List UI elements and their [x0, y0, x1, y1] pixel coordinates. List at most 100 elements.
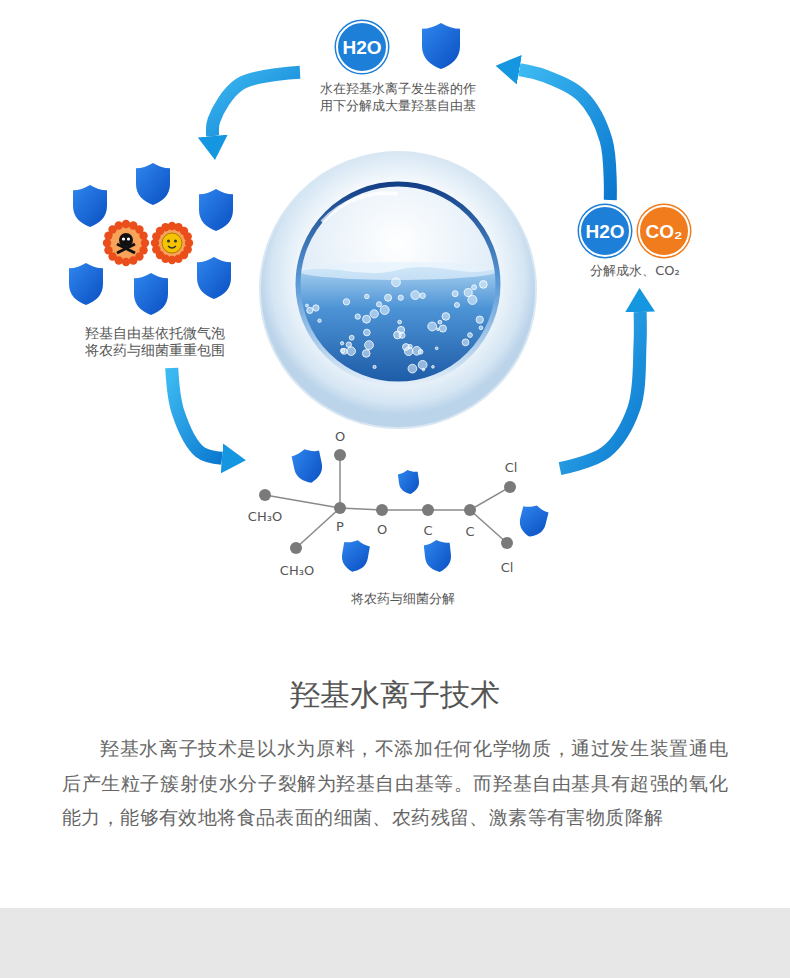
molecule-badge: H2O [579, 205, 631, 257]
water-bubble [435, 347, 438, 350]
water-bubble [438, 320, 442, 324]
stage-caption: 将农药与细菌分解 [245, 590, 560, 607]
cycle-arrow [519, 70, 610, 200]
atom-label: CH₃O [280, 563, 314, 579]
water-bubble [343, 299, 349, 305]
water-bubble [365, 294, 369, 298]
atom-dot [259, 489, 271, 501]
atom-label: P [336, 519, 344, 535]
globe-rim [298, 184, 498, 384]
water-bubble [472, 285, 477, 290]
water-globe [298, 184, 498, 384]
water-bubble [476, 316, 483, 323]
water-bubble [479, 281, 487, 289]
atom-label: C [423, 523, 432, 539]
atom-label: CH₃O [248, 509, 282, 525]
water-bubble [462, 339, 469, 346]
atom-dot [334, 449, 346, 461]
stage-group: 将农药与细菌分解 [245, 428, 560, 613]
water-bubble [313, 305, 319, 311]
body-paragraph: 羟基水离子技术是以水为原料，不添加任何化学物质，通过发生装置通电后产生粒子簇射使… [62, 731, 728, 835]
atom-dot [290, 542, 302, 554]
water-bubble [468, 295, 477, 304]
water-bubble [376, 302, 381, 307]
badge-label: H2O [342, 38, 381, 57]
water-bubble [428, 322, 437, 331]
water-bubble [373, 365, 376, 368]
water-bubble [370, 310, 378, 318]
shield-icon [69, 263, 103, 305]
water-bubble [347, 347, 356, 356]
bond-line [428, 509, 470, 511]
stage-caption: 水在羟基水离子发生器的作用下分解成大量羟基自由基 [300, 80, 496, 114]
atom-label: Cl [505, 460, 518, 476]
water-bubble [380, 306, 389, 315]
water-bubble [318, 319, 321, 322]
bond-line [340, 508, 382, 510]
shield-icon [517, 502, 550, 539]
stage-group: 分解成水、CO₂H2OCO₂ [570, 200, 700, 288]
bond-line [339, 455, 341, 508]
water-bubble [305, 304, 308, 307]
water-bubble [307, 307, 313, 313]
atom-dot [334, 502, 346, 514]
stage-group: 水在羟基水离子发生器的作用下分解成大量羟基自由基 H2O [300, 14, 496, 118]
germ-icon [151, 222, 193, 264]
water-bubble [432, 366, 435, 369]
cycle-arrow [213, 72, 300, 136]
water-bubble [349, 335, 354, 340]
molecule-badge: H2O [336, 21, 388, 73]
bond-line [296, 508, 340, 548]
water-bubble [412, 346, 421, 355]
water-bubble [340, 342, 343, 345]
shield-icon [423, 539, 452, 574]
shield-icon [339, 538, 370, 574]
bond-line [382, 509, 428, 511]
water-bubble [418, 360, 427, 369]
water-bubble [454, 302, 459, 307]
water-bubble [399, 332, 405, 338]
atom-dot [464, 504, 476, 516]
bubble-sphere [260, 152, 536, 428]
cycle-arrow [172, 368, 222, 458]
water-bubble [408, 344, 412, 348]
atom-label: C [465, 524, 474, 540]
water-bubble [365, 341, 374, 350]
water-bubble [439, 325, 446, 332]
shield-icon [136, 163, 170, 205]
germ-icon [103, 220, 149, 266]
shield-icon [397, 469, 420, 496]
badge-label: CO₂ [646, 222, 683, 241]
water-bubble [385, 294, 392, 301]
atom-dot [501, 537, 513, 549]
water-bubble [346, 342, 351, 347]
water-bubble [437, 328, 440, 331]
atom-label: Cl [501, 560, 514, 576]
atom-dot [376, 504, 388, 516]
bond-line [265, 495, 340, 508]
glass-highlight [322, 193, 398, 222]
water-bubble [411, 291, 420, 300]
water-bubble [341, 348, 347, 354]
water-bubble [408, 364, 417, 373]
water-bubble [398, 295, 403, 300]
water-bubble [479, 326, 483, 330]
shield-icon [134, 273, 168, 315]
atom-label: O [377, 522, 387, 538]
stage-caption: 羟基自由基依托微气泡将农药与细菌重重包围 [62, 325, 248, 359]
shield-icon [291, 446, 325, 485]
water-bubble [452, 291, 458, 297]
atom-dot [422, 504, 434, 516]
atom-label: O [335, 429, 345, 445]
water-bubble [442, 313, 450, 321]
water-bubble [362, 350, 370, 358]
footer-band [0, 908, 790, 978]
cycle-arrow [560, 312, 640, 469]
badge-label: H2O [585, 222, 624, 241]
water-bubble [392, 278, 401, 287]
shield-icon [197, 257, 231, 299]
stage-group: 羟基自由基依托微气泡将农药与细菌重重包围 [62, 160, 248, 368]
